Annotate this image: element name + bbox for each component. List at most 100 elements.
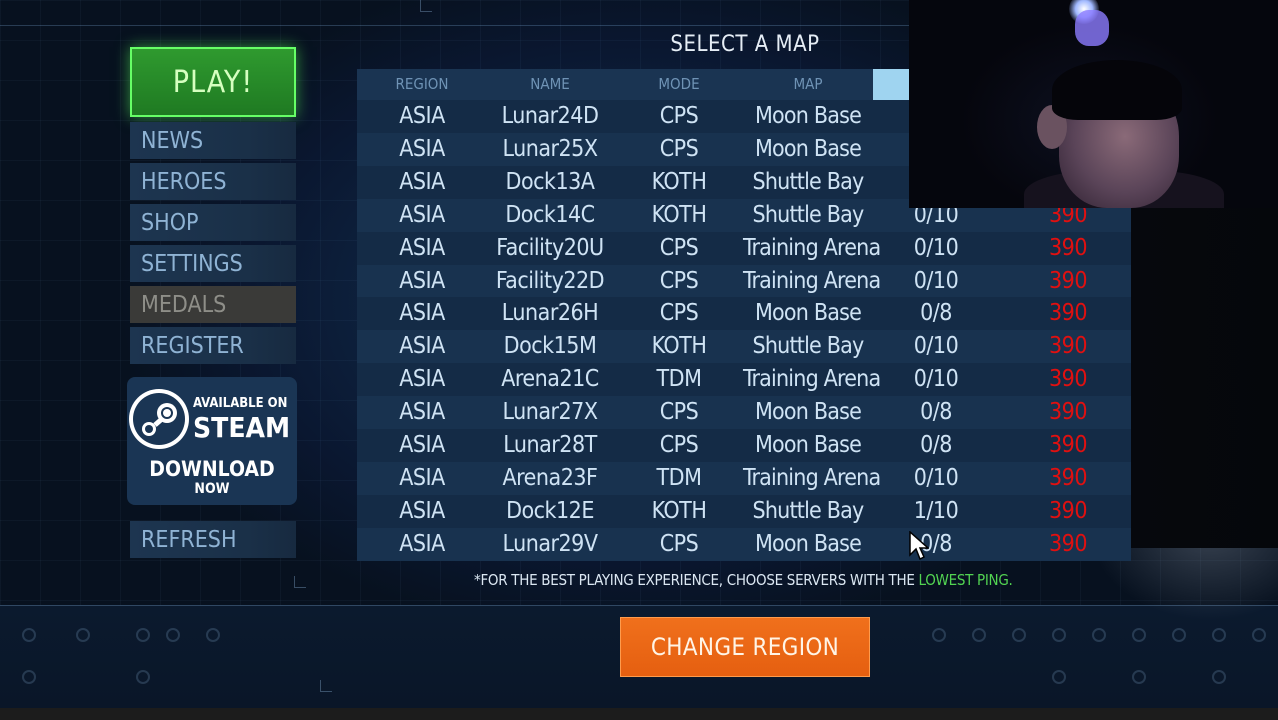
cell-region: ASIA [399,103,445,129]
cell-ping: 390 [1049,399,1088,426]
decor-circle [972,628,986,642]
cell-mode: KOTH [651,168,707,195]
decor-circle [1252,628,1266,642]
decor-circle [1052,670,1066,684]
cell-region: ASIA [399,464,445,491]
decor-corner [420,0,432,12]
cell-players: 0/8 [920,300,952,327]
cell-mode: KOTH [651,333,707,360]
ping-hint: *FOR THE BEST PLAYING EXPERIENCE, CHOOSE… [474,571,1013,589]
menu-item-shop[interactable]: SHOP [130,204,296,241]
menu-item-news[interactable]: NEWS [130,122,296,159]
dark-side-panel [1131,208,1278,548]
cell-region: ASIA [399,399,445,426]
cell-map: Moon Base [754,103,862,129]
cell-region: ASIA [399,135,445,162]
webcam-purple-object [1075,10,1109,46]
cell-map: Training Arena [743,464,881,491]
cell-ping: 390 [1049,464,1088,491]
cell-mode: TDM [656,464,702,491]
decor-circle [1132,670,1146,684]
cell-name: Arena23F [502,464,598,491]
steam-logo-icon [129,389,189,449]
decor-circle [1212,628,1226,642]
change-region-button[interactable]: CHANGE REGION [620,617,870,677]
decor-circle [166,628,180,642]
cell-name: Lunar29V [502,530,598,557]
cell-name: Dock12E [506,497,594,524]
menu-item-settings[interactable]: SETTINGS [130,245,296,282]
cell-region: ASIA [399,333,445,360]
cell-players: 0/8 [920,432,952,458]
play-button[interactable]: PLAY! [130,47,296,117]
decor-circle [1172,628,1186,642]
cell-mode: CPS [659,267,699,294]
cell-ping: 390 [1049,497,1088,524]
cell-players: 0/8 [920,530,952,557]
cell-mode: CPS [659,234,699,261]
cell-map: Moon Base [754,300,862,327]
server-list: REGION NAME MODE MAP ASIA Lunar24D CPS Moon… [357,69,1131,561]
cell-region: ASIA [399,201,445,228]
column-header-map[interactable]: MAP [793,75,823,93]
cell-region: ASIA [399,530,445,557]
cell-mode: CPS [659,103,699,129]
cell-name: Facility20U [496,234,604,261]
cell-map: Shuttle Bay [752,201,865,228]
cell-name: Lunar24D [501,103,599,129]
cell-ping: 390 [1049,530,1088,557]
cell-name: Lunar25X [502,135,598,162]
menu-item-heroes[interactable]: HEROES [130,163,296,200]
bottom-bar [0,708,1278,720]
column-header-region[interactable]: REGION [395,75,449,93]
menu-item-register[interactable]: REGISTER [130,327,296,364]
steam-now-text: NOW [194,481,230,497]
cell-players: 0/10 [913,234,959,261]
cell-name: Dock13A [505,168,595,195]
cell-ping: 390 [1049,300,1088,327]
cell-players: 0/10 [913,366,959,393]
cell-mode: TDM [656,366,702,393]
menu-item-medals[interactable]: MEDALS [130,286,296,323]
cell-map: Moon Base [754,432,862,458]
cell-region: ASIA [399,432,445,458]
decor-corner [294,576,306,588]
top-strip [0,0,1278,26]
refresh-button[interactable]: REFRESH [130,521,296,558]
webcam-person-hair [1052,60,1182,120]
cell-map: Moon Base [754,530,862,557]
decor-circle [1212,670,1226,684]
cell-players: 0/8 [920,399,952,426]
cell-ping: 390 [1049,432,1088,458]
cell-region: ASIA [399,366,445,393]
cell-name: Facility22D [495,267,605,294]
ping-hint-highlight: LOWEST PING [918,571,1009,589]
cell-name: Dock14C [505,201,595,228]
column-header-mode[interactable]: MODE [658,75,700,93]
cell-players: 1/10 [913,497,959,524]
cell-region: ASIA [399,168,445,195]
cell-mode: CPS [659,135,699,162]
decor-circle [1092,628,1106,642]
cell-name: Arena21C [501,366,599,393]
decor-circle [1132,628,1146,642]
ping-hint-suffix: . [1008,571,1013,589]
cell-map: Shuttle Bay [752,497,865,524]
steam-download-banner[interactable]: AVAILABLE ON STEAM DOWNLOAD NOW [127,377,297,505]
select-map-title: SELECT A MAP [670,32,820,57]
decor-circle [22,670,36,684]
cell-name: Lunar28T [503,432,597,458]
decor-corner [320,680,332,692]
column-header-highlight[interactable] [873,69,909,100]
column-header-name[interactable]: NAME [530,75,570,93]
